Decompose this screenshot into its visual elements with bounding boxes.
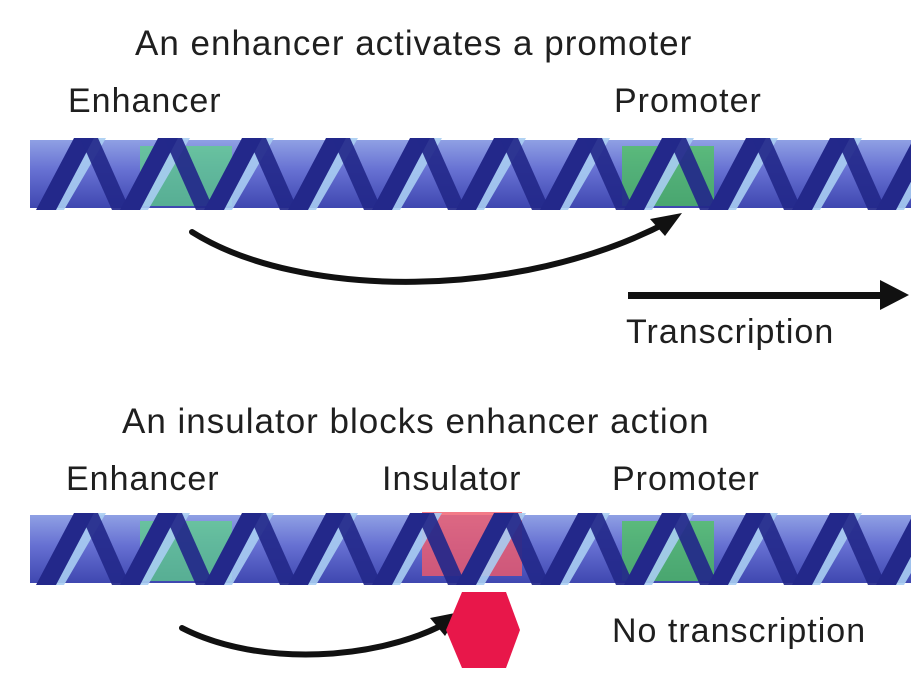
title-enhancer-activates: An enhancer activates a promoter	[135, 24, 693, 63]
dna-strand-dark	[792, 513, 850, 585]
dna-strand-dark-crossing	[668, 138, 718, 210]
transcription-arrow-line	[628, 292, 890, 299]
dna-strands-top	[36, 138, 911, 210]
insulator-protein-hexagon	[446, 592, 520, 668]
dna-strand-dark	[120, 138, 178, 210]
label-promoter-top: Promoter	[614, 82, 762, 120]
label-transcription: Transcription	[626, 313, 835, 351]
dna-strand-dark-crossing	[500, 138, 550, 210]
dna-strand-dark	[708, 138, 766, 210]
activation-arrowhead-top	[650, 213, 682, 236]
dna-strand-dark-crossing	[164, 138, 214, 210]
dna-strand-dark	[624, 513, 682, 585]
dna-strand-dark	[624, 138, 682, 210]
dna-strand-dark	[540, 513, 598, 585]
dna-strand-dark-crossing	[584, 138, 634, 210]
dna-strand-dark	[204, 513, 262, 585]
activation-arrow-top	[189, 219, 671, 285]
dna-helix-bottom	[30, 512, 911, 585]
dna-strand-dark	[204, 138, 262, 210]
dna-strand-dark-crossing	[836, 513, 886, 585]
label-enhancer-top: Enhancer	[68, 82, 222, 120]
dna-strand-dark	[120, 513, 178, 585]
title-insulator-blocks: An insulator blocks enhancer action	[122, 402, 710, 441]
dna-strand-dark-crossing	[248, 138, 298, 210]
blocked-arrow	[179, 619, 451, 658]
dna-strand-dark	[36, 138, 94, 210]
dna-strand-dark-crossing	[752, 513, 802, 585]
dna-strand-dark	[372, 138, 430, 210]
dna-strand-dark	[36, 513, 94, 585]
dna-strand-dark-crossing	[416, 513, 466, 585]
dna-strand-dark-crossing	[332, 138, 382, 210]
dna-strand-dark-crossing	[164, 513, 214, 585]
dna-strand-dark-crossing	[836, 138, 886, 210]
dna-strands-bottom	[36, 513, 911, 585]
dna-strand-dark-crossing	[500, 513, 550, 585]
label-insulator: Insulator	[382, 460, 522, 498]
dna-strand-dark	[708, 513, 766, 585]
label-no-transcription: No transcription	[612, 612, 867, 650]
dna-strand-dark-crossing	[584, 513, 634, 585]
dna-strand-dark-crossing	[248, 513, 298, 585]
label-enhancer-bottom: Enhancer	[66, 460, 220, 498]
transcription-arrowhead	[880, 280, 909, 310]
dna-strand-dark-crossing	[752, 138, 802, 210]
dna-strand-dark	[456, 513, 514, 585]
dna-helix-top	[30, 138, 911, 210]
dna-strand-dark-crossing	[80, 513, 130, 585]
dna-strand-dark	[540, 138, 598, 210]
dna-strand-dark-crossing	[80, 138, 130, 210]
label-promoter-bottom: Promoter	[612, 460, 760, 498]
dna-strand-dark	[876, 143, 911, 210]
dna-strand-dark	[288, 513, 346, 585]
dna-strand-dark	[792, 138, 850, 210]
dna-strand-dark-crossing	[416, 138, 466, 210]
dna-strand-dark	[372, 513, 430, 585]
dna-strand-dark	[876, 518, 911, 585]
dna-strand-dark	[456, 138, 514, 210]
dna-strand-dark	[288, 138, 346, 210]
dna-strand-dark-crossing	[332, 513, 382, 585]
dna-strand-dark-crossing	[668, 513, 718, 585]
